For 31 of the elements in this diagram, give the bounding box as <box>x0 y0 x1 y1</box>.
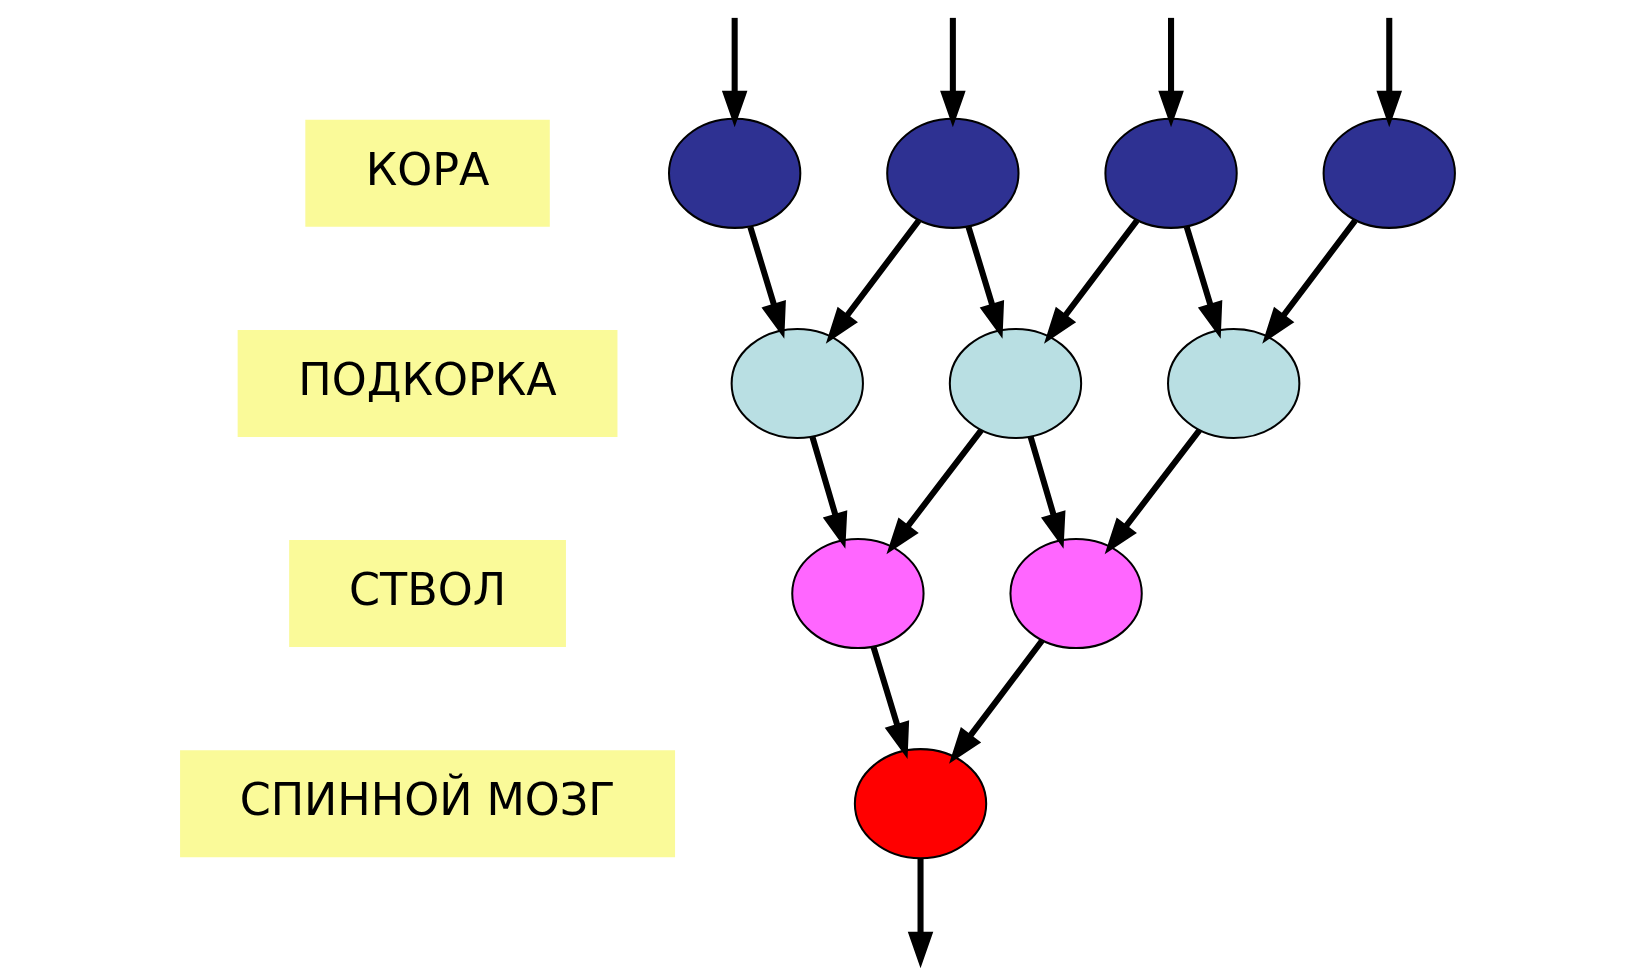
arrow <box>1376 17 1402 128</box>
node-circle <box>1103 117 1238 229</box>
arrow <box>809 436 847 549</box>
node-circle <box>885 117 1020 229</box>
arrow <box>1027 436 1065 549</box>
arrow <box>1261 218 1358 344</box>
arrow <box>939 17 966 128</box>
node-box: СТВОЛ <box>288 540 566 648</box>
node-box: СПИННОЙ МОЗГ <box>179 750 675 858</box>
arrow <box>721 17 747 128</box>
node-circle <box>790 538 925 650</box>
node-box: КОРА <box>304 119 550 227</box>
arrow <box>825 218 921 344</box>
arrow <box>1043 218 1139 344</box>
node-circle <box>853 748 987 860</box>
arrow <box>907 858 933 969</box>
arrow <box>746 225 786 339</box>
arrow <box>1183 225 1222 339</box>
node-circle <box>730 327 864 439</box>
arrow <box>948 638 1044 764</box>
node-circle <box>667 117 801 229</box>
arrow <box>1104 428 1202 555</box>
arrow <box>1157 17 1184 128</box>
node-circle <box>1322 117 1456 229</box>
arrow <box>885 428 984 555</box>
arrow <box>870 646 909 759</box>
node-box: ПОДКОРКА <box>237 329 617 437</box>
arrow <box>965 225 1004 339</box>
node-circle <box>948 327 1082 439</box>
node-circle <box>1166 327 1300 439</box>
node-circle <box>1008 538 1143 650</box>
